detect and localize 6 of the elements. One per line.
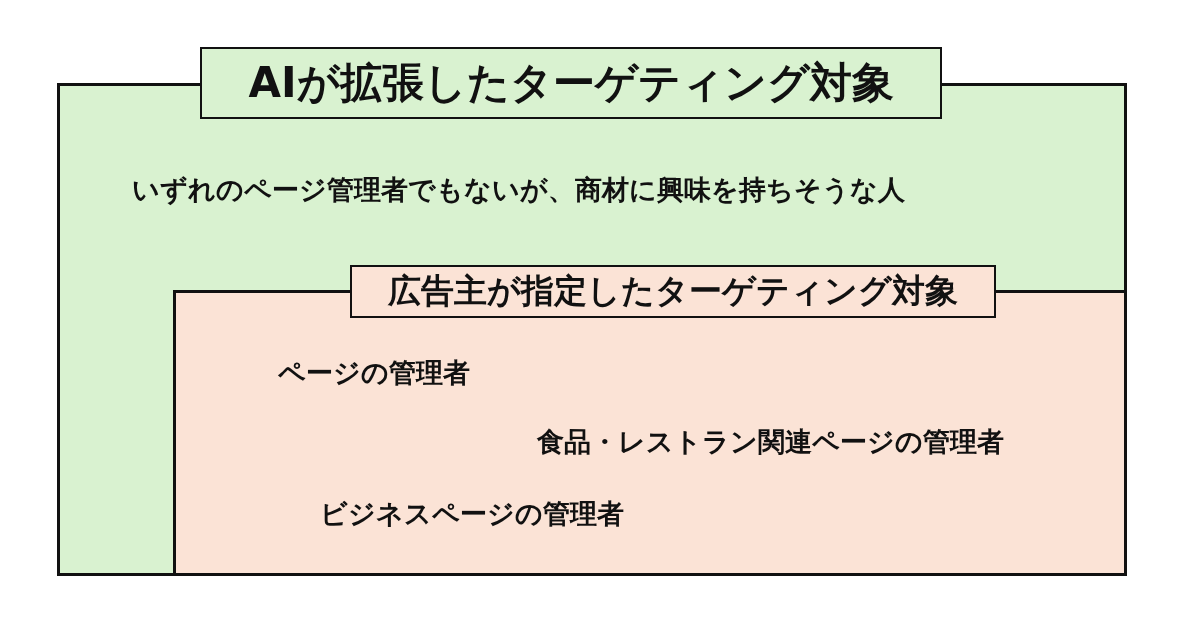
audience-label: ページの管理者 bbox=[278, 357, 470, 390]
section-title: AIが拡張したターゲティング対象 bbox=[200, 47, 942, 119]
audience-label: 食品・レストラン関連ページの管理者 bbox=[537, 426, 1004, 459]
section-title: 広告主が指定したターゲティング対象 bbox=[350, 265, 996, 318]
audience-description: いずれのページ管理者でもないが、商材に興味を持ちそうな人 bbox=[132, 174, 905, 207]
audience-label: ビジネスページの管理者 bbox=[320, 498, 624, 531]
